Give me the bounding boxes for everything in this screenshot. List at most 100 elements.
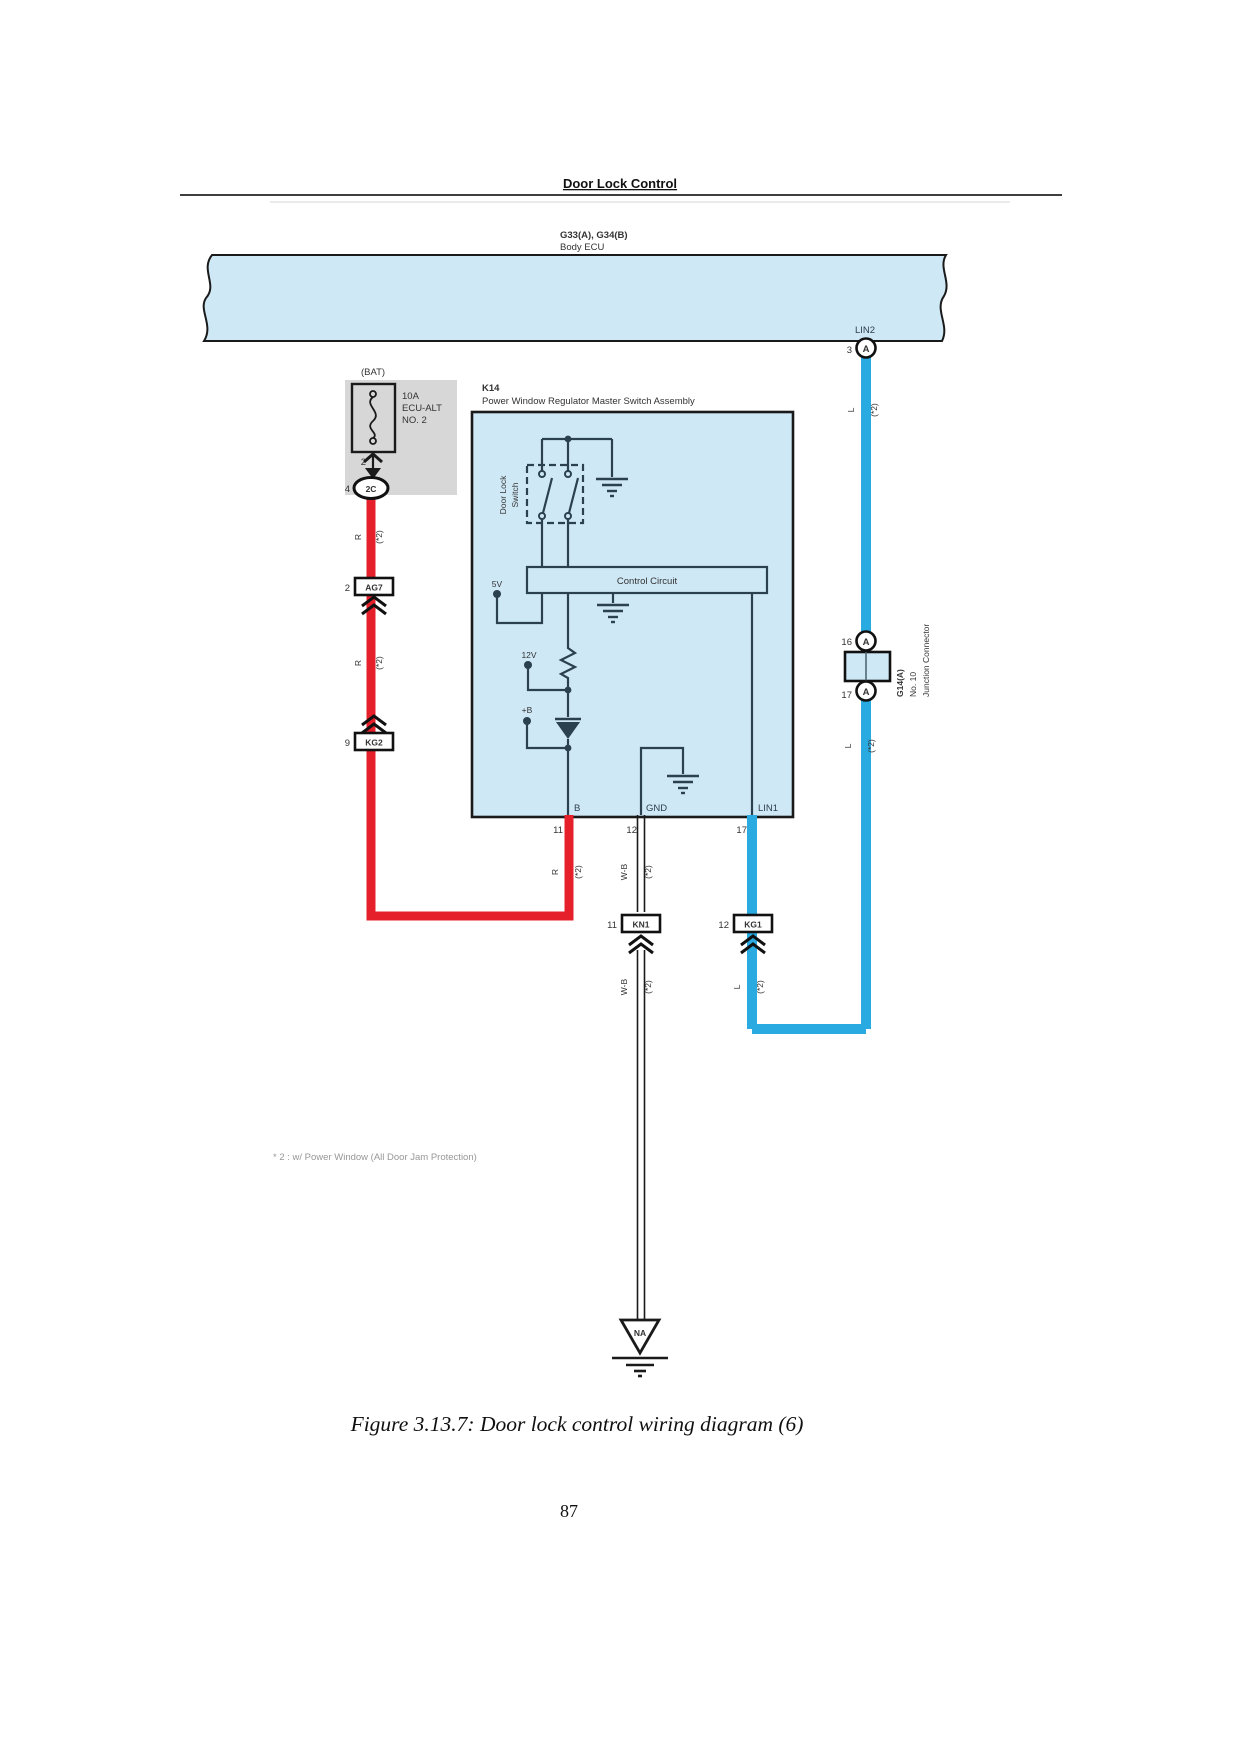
connector-kn1-label: KN1 — [632, 920, 649, 930]
contact — [564, 512, 572, 520]
fuse-name-2: NO. 2 — [402, 415, 427, 426]
terminal-a-badge — [855, 337, 877, 359]
terminal-a-letter: A — [863, 344, 870, 355]
figure-caption: Figure 3.13.7: Door lock control wiring … — [350, 1412, 804, 1436]
connector-kg2: KG2 9 — [345, 714, 395, 752]
wire-label-l: L — [846, 407, 856, 412]
connector-ag7-box — [353, 576, 395, 597]
wire-label-r: R — [550, 869, 560, 875]
connector-kn1-box — [620, 913, 662, 934]
switch-top-bus — [540, 437, 614, 477]
contact — [564, 470, 572, 478]
connector-2c-oval — [352, 476, 390, 500]
node-5v-label: 5V — [492, 579, 503, 589]
connector-chevron-icon — [740, 934, 766, 955]
ecu-pin3-number: 3 — [847, 345, 852, 356]
pin-lin1-number: 17 — [736, 825, 747, 836]
terminal-a-letter: A — [863, 687, 870, 698]
ground-na-label: NA — [634, 1328, 646, 1338]
wire-labels: R (*2) R (*2) R (*2) W-B (*2) W-B (*2) L… — [353, 403, 879, 995]
k14-box — [470, 410, 795, 819]
fuse-name-1: ECU-ALT — [402, 403, 442, 414]
control-circuit-label: Control Circuit — [617, 576, 678, 587]
wire-label-ref: (*2) — [374, 656, 384, 670]
resistor-line — [558, 593, 578, 717]
connector-kn1-pin: 11 — [607, 920, 617, 931]
switch-dashed-box — [525, 463, 585, 525]
page-number: 87 — [560, 1501, 578, 1521]
wire-label-l: L — [732, 984, 742, 989]
connector-chevron-icon — [361, 714, 387, 735]
gnd-internal — [639, 746, 699, 815]
fuse-bat-label: (BAT) — [361, 367, 385, 378]
control-circuit: Control Circuit — [525, 565, 769, 624]
arrow-head-icon — [365, 468, 381, 479]
wire-label-ref: (*2) — [869, 403, 879, 417]
pin-b-number: 11 — [553, 825, 563, 836]
junction-pin16-number: 16 — [841, 637, 852, 648]
junction-pin17-number: 17 — [841, 690, 852, 701]
switch-blade — [567, 477, 580, 514]
wire-wb — [636, 815, 646, 1320]
connector-2c-pin: 4 — [345, 484, 350, 495]
body-ecu-band: G33(A), G34(B) Body ECU LIN2 — [202, 230, 948, 342]
connector-kg2-box — [353, 731, 395, 752]
node-plus-b: +B — [522, 705, 568, 750]
pin-lin1-name: LIN1 — [758, 803, 778, 814]
chassis-ground-icon — [597, 603, 629, 624]
pin-b-name: B — [574, 803, 580, 814]
node-5v: 5V — [492, 579, 544, 625]
junction-no: No. 10 — [908, 672, 918, 697]
wire-label-ref: (*2) — [643, 865, 653, 879]
ecu-pin3-terminal: 3 A — [847, 337, 877, 359]
node-plus-b-path — [525, 721, 568, 750]
door-lock-switch: Door Lock Switch — [498, 463, 585, 567]
ground-triangle-icon — [618, 1318, 662, 1356]
wire-label-ref: (*2) — [755, 980, 765, 994]
connector-ag7: AG7 2 — [345, 576, 395, 616]
door-lock-switch-label-2: Switch — [510, 482, 520, 507]
terminal-a-badge — [855, 680, 877, 702]
control-circuit-box — [525, 565, 769, 595]
wire-label-ref: (*2) — [374, 530, 384, 544]
connector-kg2-label: KG2 — [365, 738, 383, 748]
connector-chevron-icon — [361, 595, 387, 616]
pin-gnd-name: GND — [646, 803, 667, 814]
door-lock-switch-label-1: Door Lock — [498, 475, 508, 514]
connector-kn1: KN1 11 — [607, 913, 662, 955]
k14-name: Power Window Regulator Master Switch Ass… — [482, 396, 695, 407]
terminal-a-letter: A — [863, 637, 870, 648]
wire-label-r: R — [353, 660, 363, 666]
body-ecu-code: G33(A), G34(B) — [560, 230, 628, 241]
fuse-rating: 10A — [402, 391, 420, 402]
connector-kg1: KG1 12 — [718, 913, 774, 955]
switch-leads — [540, 519, 570, 567]
footnote: * 2 : w/ Power Window (All Door Jam Prot… — [273, 1152, 477, 1163]
node-plus-b-label: +B — [522, 705, 533, 715]
wire-label-wb: W-B — [619, 863, 629, 880]
wire-label-ref: (*2) — [573, 865, 583, 879]
connector-kg1-pin: 12 — [718, 920, 729, 931]
connector-chevron-icon — [628, 934, 654, 955]
k14-assembly: K14 Power Window Regulator Master Switch… — [470, 383, 795, 836]
wire-label-wb: W-B — [619, 978, 629, 995]
connector-2c: 2C 4 — [345, 476, 390, 500]
wire-red — [366, 494, 574, 921]
connector-ag7-label: AG7 — [365, 583, 383, 593]
node-5v-path — [495, 593, 544, 625]
node-12v-path — [526, 665, 568, 692]
chassis-ground-icon — [612, 1356, 668, 1378]
gnd-internal-path — [639, 746, 685, 815]
diode-icon — [555, 717, 581, 815]
contact — [538, 470, 546, 478]
connector-2c-label: 2C — [366, 484, 377, 494]
switch-blade — [541, 477, 554, 514]
fuse-block: (BAT) 10A ECU-ALT NO. 2 2 — [345, 367, 457, 495]
connector-kg1-box — [732, 913, 774, 934]
terminal-a-badge — [855, 630, 877, 652]
fuse-element-icon — [369, 390, 377, 445]
ground-point-na: NA — [612, 1318, 668, 1378]
wire-label-ref: (*2) — [643, 980, 653, 994]
